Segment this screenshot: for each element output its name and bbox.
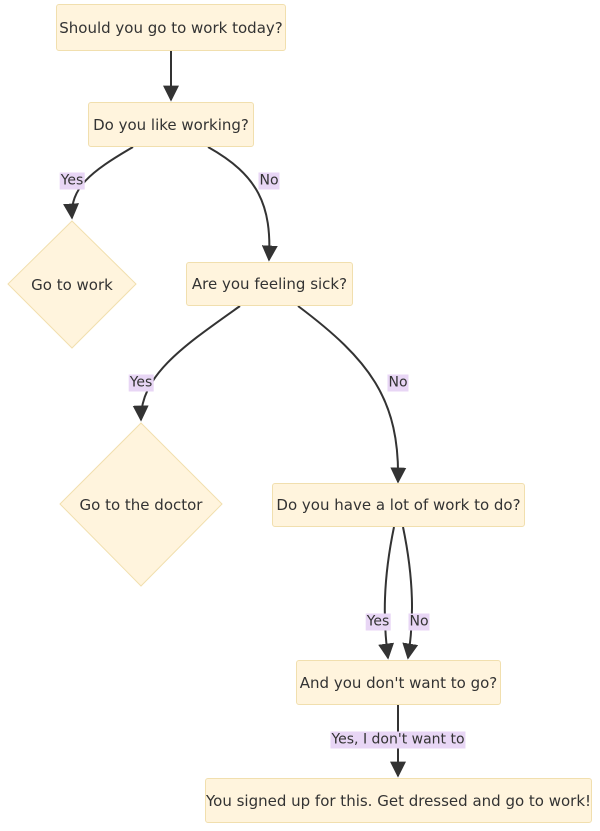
edge-label-yes-i-dont-want-to: Yes, I don't want to	[330, 731, 466, 749]
node-lot-of-work: Do you have a lot of work to do?	[272, 483, 525, 527]
edge-sick-to-lots	[297, 305, 407, 484]
go-to-the-doctor-diamond	[59, 422, 223, 587]
node-go-to-work: Go to work	[31, 275, 113, 294]
node-dont-want-to-go: And you don't want to go?	[296, 660, 501, 705]
edge-like-to-sick	[207, 146, 278, 262]
edge-sick-to-doctor	[132, 305, 241, 422]
node-do-you-like-working: Do you like working?	[88, 102, 254, 147]
node-go-to-the-doctor: Go to the doctor	[79, 495, 203, 514]
edge-lots-to-dont-want-no	[402, 526, 419, 660]
edge-label-yes: Yes	[365, 613, 391, 631]
node-are-you-feeling-sick: Are you feeling sick?	[186, 262, 353, 306]
edge-like-to-go-work	[63, 146, 134, 220]
node-should-you-go-to-work: Should you go to work today?	[56, 4, 286, 51]
node-signed-up: You signed up for this. Get dressed and …	[205, 778, 592, 823]
edge-label-no: No	[387, 374, 409, 392]
edge-label-no: No	[408, 613, 430, 631]
edge-label-yes: Yes	[128, 374, 154, 392]
edge-label-yes: Yes	[59, 172, 85, 190]
edge-lots-to-dont-want-yes	[378, 526, 395, 660]
go-to-work-diamond	[7, 220, 137, 349]
edge-label-no: No	[258, 172, 280, 190]
